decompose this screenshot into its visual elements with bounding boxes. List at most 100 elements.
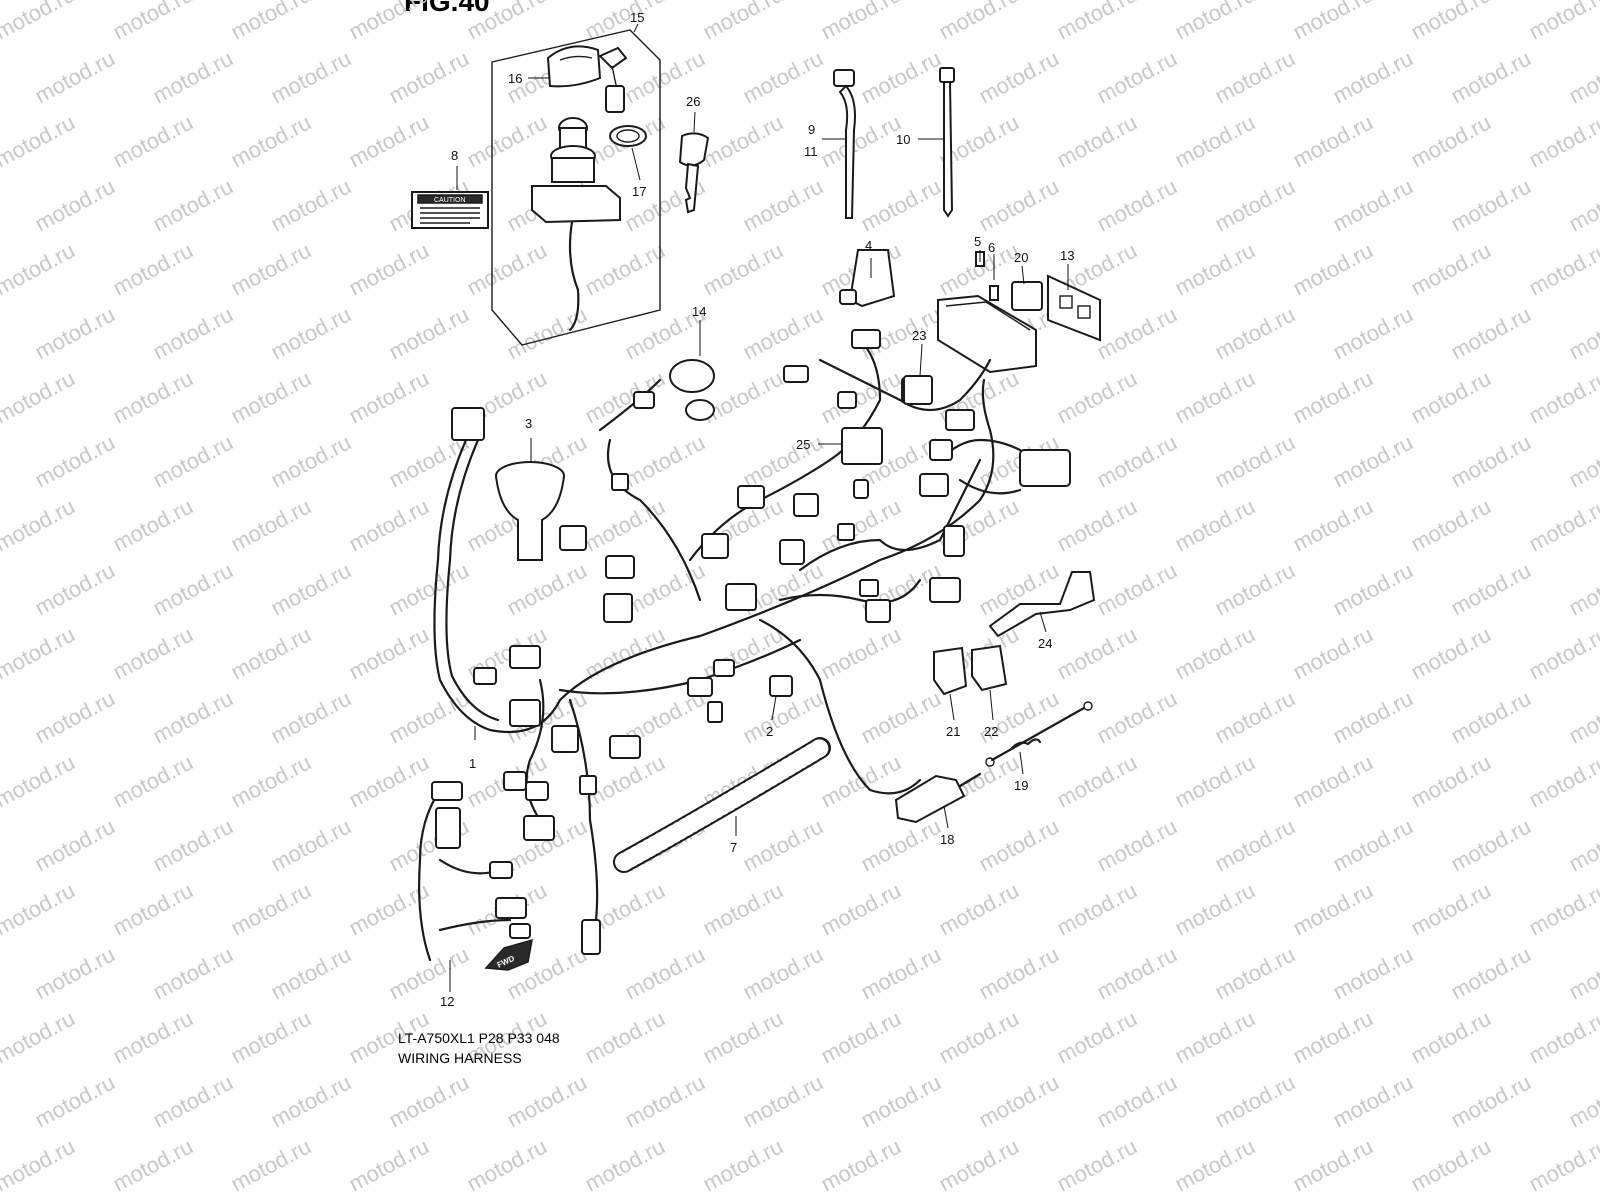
watermark-text: motod.ru xyxy=(1525,878,1600,941)
watermark-text: motod.ru xyxy=(699,238,787,301)
watermark-text: motod.ru xyxy=(1565,46,1600,109)
watermark-text: motod.ru xyxy=(1407,622,1495,685)
callout-14: 14 xyxy=(692,304,706,319)
watermark-text: motod.ru xyxy=(1329,46,1417,109)
watermark-text: motod.ru xyxy=(149,46,237,109)
watermark-text: motod.ru xyxy=(935,0,1023,44)
watermark-text: motod.ru xyxy=(1211,1070,1299,1133)
watermark-text: motod.ru xyxy=(739,1070,827,1133)
watermark-text: motod.ru xyxy=(739,174,827,237)
watermark-text: motod.ru xyxy=(1407,110,1495,173)
watermark-text: motod.ru xyxy=(1565,174,1600,237)
watermark-text: motod.ru xyxy=(1289,366,1377,429)
watermark-text: motod.ru xyxy=(0,814,1,877)
watermark-text: motod.ru xyxy=(31,558,119,621)
watermark-text: motod.ru xyxy=(345,622,433,685)
callout-19: 19 xyxy=(1014,778,1028,793)
watermark-text: motod.ru xyxy=(0,0,79,44)
watermark-text: motod.ru xyxy=(109,366,197,429)
watermark-text: motod.ru xyxy=(503,1070,591,1133)
callout-12: 12 xyxy=(440,994,454,1009)
watermark-text: motod.ru xyxy=(1565,814,1600,877)
watermark-text: motod.ru xyxy=(857,942,945,1005)
watermark-text: motod.ru xyxy=(227,110,315,173)
watermark-text: motod.ru xyxy=(1329,174,1417,237)
watermark-text: motod.ru xyxy=(267,174,355,237)
watermark-text: motod.ru xyxy=(1329,558,1417,621)
watermark-text: motod.ru xyxy=(31,46,119,109)
watermark-text: motod.ru xyxy=(1053,1134,1141,1197)
watermark-text: motod.ru xyxy=(0,174,1,237)
watermark-text: motod.ru xyxy=(935,1006,1023,1069)
watermark-text: motod.ru xyxy=(109,1006,197,1069)
watermark-text: motod.ru xyxy=(857,814,945,877)
watermark-text: motod.ru xyxy=(1053,622,1141,685)
corrugated-tube xyxy=(613,737,831,873)
watermark-text: motod.ru xyxy=(1525,1134,1600,1197)
watermark-text: motod.ru xyxy=(0,110,79,173)
callout-22: 22 xyxy=(984,724,998,739)
watermark-text: motod.ru xyxy=(1093,814,1181,877)
watermark-text: motod.ru xyxy=(739,814,827,877)
watermark-text: motod.ru xyxy=(31,302,119,365)
watermark-text: motod.ru xyxy=(1093,686,1181,749)
watermark-text: motod.ru xyxy=(1211,430,1299,493)
watermark-text: motod.ru xyxy=(1211,942,1299,1005)
watermark-text: motod.ru xyxy=(385,558,473,621)
watermark-text: motod.ru xyxy=(1525,1006,1600,1069)
caution-label-text: CAUTION xyxy=(434,197,466,204)
watermark-text: motod.ru xyxy=(857,686,945,749)
watermark-text: motod.ru xyxy=(1171,238,1259,301)
watermark-text: motod.ru xyxy=(1171,110,1259,173)
watermark-text: motod.ru xyxy=(1211,686,1299,749)
callout-1: 1 xyxy=(469,756,476,771)
watermark-text: motod.ru xyxy=(817,0,905,44)
watermark-text: motod.ru xyxy=(1525,622,1600,685)
watermark-text: motod.ru xyxy=(227,1134,315,1197)
watermark-text: motod.ru xyxy=(1289,494,1377,557)
watermark-text: motod.ru xyxy=(699,0,787,44)
watermark-text: motod.ru xyxy=(109,238,197,301)
watermark-text: motod.ru xyxy=(1093,942,1181,1005)
watermark-text: motod.ru xyxy=(109,878,197,941)
watermark-text: motod.ru xyxy=(857,174,945,237)
main-wiring-harness xyxy=(433,329,1071,955)
watermark-text: motod.ru xyxy=(0,1006,79,1069)
watermark-text: motod.ru xyxy=(267,814,355,877)
watermark-text: motod.ru xyxy=(699,878,787,941)
watermark-text: motod.ru xyxy=(149,430,237,493)
watermark-text: motod.ru xyxy=(975,174,1063,237)
watermark-text: motod.ru xyxy=(149,1070,237,1133)
callout-8: 8 xyxy=(451,148,458,163)
figure-label: FIG.40 xyxy=(404,0,490,17)
watermark-text: motod.ru xyxy=(1211,302,1299,365)
watermark-text: motod.ru xyxy=(1447,174,1535,237)
watermark-text: motod.ru xyxy=(109,622,197,685)
watermark-text: motod.ru xyxy=(149,942,237,1005)
watermark-text: motod.ru xyxy=(31,942,119,1005)
callout-21: 21 xyxy=(946,724,960,739)
spare-key xyxy=(678,132,710,214)
watermark-text: motod.ru xyxy=(935,878,1023,941)
watermark-text: motod.ru xyxy=(817,878,905,941)
watermark-text: motod.ru xyxy=(1053,1006,1141,1069)
watermark-text: motod.ru xyxy=(385,46,473,109)
watermark-text: motod.ru xyxy=(149,558,237,621)
watermark-text: motod.ru xyxy=(1565,1070,1600,1133)
watermark-text: motod.ru xyxy=(1525,494,1600,557)
watermark-text: motod.ru xyxy=(227,0,315,44)
watermark-text: motod.ru xyxy=(0,686,1,749)
watermark-text: motod.ru xyxy=(581,1134,669,1197)
watermark-text: motod.ru xyxy=(1171,878,1259,941)
watermark-text: motod.ru xyxy=(0,46,1,109)
watermark-text: motod.ru xyxy=(581,494,669,557)
watermark-text: motod.ru xyxy=(267,942,355,1005)
watermark-text: motod.ru xyxy=(1093,558,1181,621)
watermark-text: motod.ru xyxy=(463,238,551,301)
watermark-text: motod.ru xyxy=(581,1006,669,1069)
watermark-text: motod.ru xyxy=(1525,366,1600,429)
callout-24: 24 xyxy=(1038,636,1052,651)
watermark-text: motod.ru xyxy=(1447,1070,1535,1133)
watermark-text: motod.ru xyxy=(699,1134,787,1197)
